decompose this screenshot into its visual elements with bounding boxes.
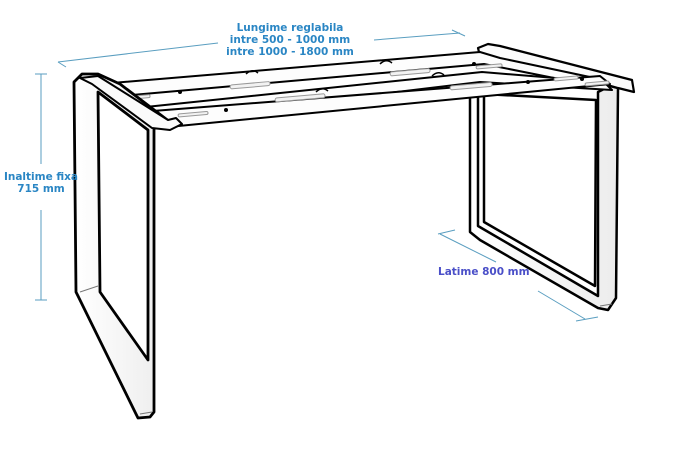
height-title: Inaltime fixa <box>3 171 79 183</box>
height-value: 715 mm <box>17 183 65 195</box>
leg-shading <box>79 285 613 415</box>
length-dimension-line <box>57 29 466 68</box>
length-range-2: intre 1000 - 1800 mm <box>226 46 354 58</box>
front-left-leg <box>72 72 172 420</box>
length-range-1: intre 500 - 1000 mm <box>229 34 351 46</box>
height-dimension-line <box>35 73 47 301</box>
rail-joints <box>245 60 445 93</box>
height-annotation: Inaltime fixa 715 mm <box>0 171 82 195</box>
width-dimension-line <box>437 229 599 322</box>
length-annotation: Lungime reglabila intre 500 - 1000 mm in… <box>216 22 364 58</box>
rail-bolts <box>178 62 584 112</box>
front-left-corner-top <box>79 75 183 131</box>
length-title: Lungime reglabila <box>236 22 344 34</box>
width-value: Latime 800 mm <box>438 266 530 278</box>
width-annotation: Latime 800 mm <box>438 266 530 278</box>
